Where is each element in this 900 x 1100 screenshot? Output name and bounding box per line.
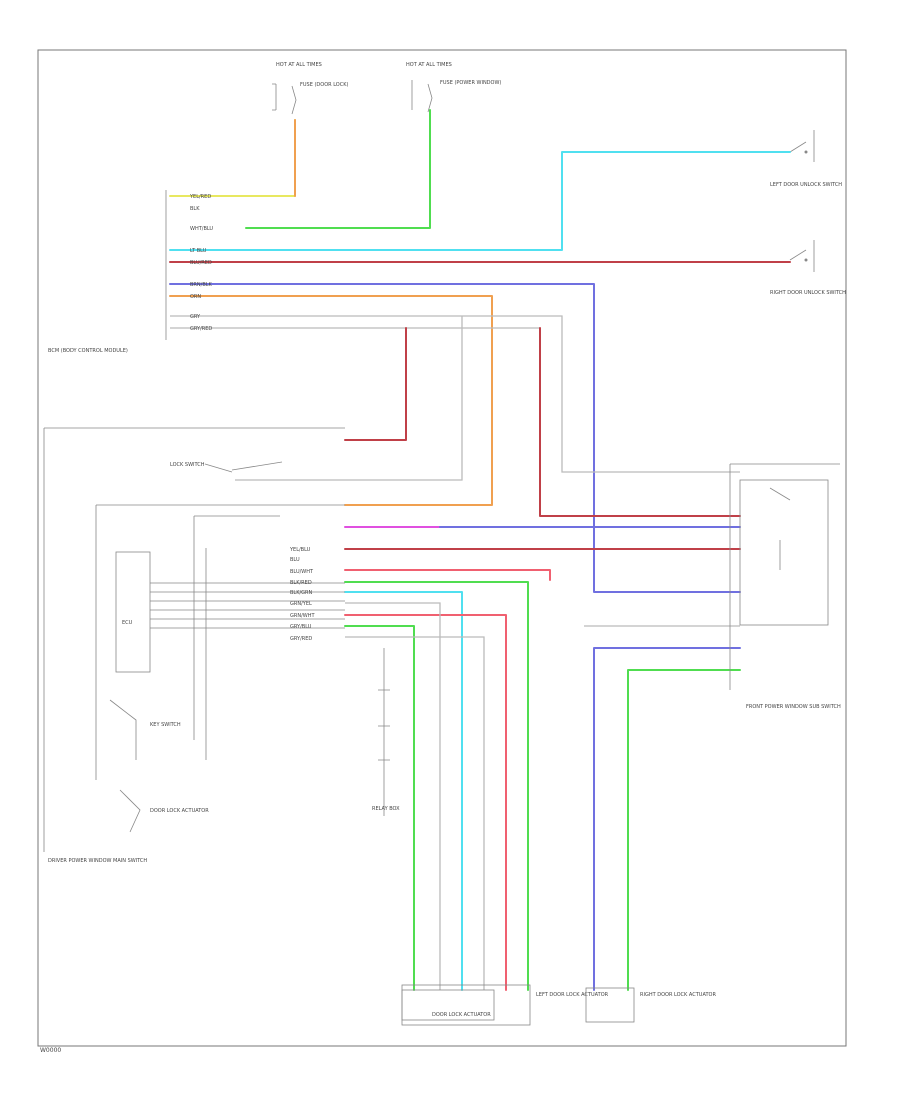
driver-pin-8: GRY/BLU [290,624,312,630]
wire-green-right [627,669,741,991]
lock-switch-label: LOCK SWITCH [170,462,205,468]
main-pin-5: BLU/RED [190,260,212,266]
ecu-bus-lines [150,582,345,629]
main-module-connector: BCM (BODY CONTROL MODULE) [48,190,167,354]
diagram-frame [37,49,847,1047]
wire-green-long [344,581,529,991]
main-pin-6: BRN/BLK [190,282,213,288]
driver-pin-2: BLU [290,557,300,563]
ecu-label: ECU [122,620,133,626]
wire-red-vertical-2 [539,327,741,517]
wire-pink-short [344,569,551,581]
right-switch-label: RIGHT DOOR UNLOCK SWITCH [770,290,846,296]
wire-gray-3 [235,316,463,481]
main-pin-4: LT BLU [190,248,207,254]
fuse-1-hot-label: HOT AT ALL TIMES [276,62,322,68]
front-door-module: FRONT POWER WINDOW SUB SWITCH [729,463,841,710]
driver-pin-5: BLK/GRN [290,590,313,596]
actuator-right-label: RIGHT DOOR LOCK ACTUATOR [640,992,716,998]
driver-pin-6: GRN/YEL [290,601,312,607]
footer-code: W0000 [40,1047,61,1054]
fuse-2-hot-label: HOT AT ALL TIMES [406,62,452,68]
wire-blue-right [593,647,741,991]
main-pin-8: GRY [190,314,201,320]
wire-green-short [344,625,415,991]
fuse-2-name-label: FUSE (POWER WINDOW) [440,80,501,86]
relay-box: RELAY BOX [372,648,400,816]
wire-green-top [245,109,431,229]
actuator-small-label: DOOR LOCK ACTUATOR [150,808,209,814]
main-pin-9: GRY/RED [190,326,212,332]
right-door-lock-actuator: RIGHT DOOR LOCK ACTUATOR [585,987,716,1023]
wire-gray-long-1 [345,602,441,990]
key-switch-label: KEY SWITCH [150,722,181,728]
ecu-box [115,551,151,673]
wire-blue-long [169,283,741,593]
fuse-group-door-lock: HOT AT ALL TIMES FUSE (DOOR LOCK) [272,62,349,115]
wire-gray-long-2 [345,636,485,990]
main-pin-2: BLK [190,206,200,212]
right-door-unlock-switch: RIGHT DOOR UNLOCK SWITCH [770,240,846,296]
wire-cyan-long [344,591,463,991]
driver-connector-pin-labels: YEL/BLU BLU BLU/WHT BLK/RED BLK/GRN GRN/… [289,547,315,642]
main-pin-7: ORN [190,294,201,300]
left-door-lock-actuator: DOOR LOCK ACTUATOR LEFT DOOR LOCK ACTUAT… [401,984,609,1026]
front-module-inner [739,479,829,626]
left-door-unlock-switch: LEFT DOOR UNLOCK SWITCH [770,130,842,188]
driver-door-module: ECU DRIVER POWER WINDOW MAIN SWITCH [43,427,345,864]
fuse-1-name-label: FUSE (DOOR LOCK) [300,82,349,88]
wire-red-vertical-1 [344,327,407,441]
driver-pin-9: GRY/RED [290,636,312,642]
wire-cyan [169,151,791,251]
lock-switch: LOCK SWITCH [170,461,283,473]
main-module-label: BCM (BODY CONTROL MODULE) [48,348,128,354]
driver-pin-3: BLU/WHT [290,569,314,575]
main-connector-pin-labels: YEL/RED BLK WHT/BLU LT BLU BLU/RED BRN/B… [189,194,213,332]
wire-red-long [344,614,507,991]
driver-pin-7: GRN/WHT [290,613,315,619]
driver-pin-1: YEL/BLU [289,547,311,553]
relay-box-label: RELAY BOX [372,806,400,812]
left-switch-label: LEFT DOOR UNLOCK SWITCH [770,182,842,188]
wire-orange-long [169,295,493,506]
fuse-group-power-window: HOT AT ALL TIMES FUSE (POWER WINDOW) [406,62,501,113]
driver-module-label: DRIVER POWER WINDOW MAIN SWITCH [48,858,147,864]
driver-pin-4: BLK/RED [290,580,312,586]
key-switch: KEY SWITCH DOOR LOCK ACTUATOR [109,699,209,833]
front-module-label: FRONT POWER WINDOW SUB SWITCH [746,704,841,710]
actuator-left-inner: DOOR LOCK ACTUATOR [432,1012,491,1018]
main-pin-1: YEL/RED [189,194,211,200]
wire-gray-1 [170,315,740,473]
actuator-left-label: LEFT DOOR LOCK ACTUATOR [536,992,609,998]
wire-yellow [169,119,296,197]
main-pin-3: WHT/BLU [190,226,213,232]
